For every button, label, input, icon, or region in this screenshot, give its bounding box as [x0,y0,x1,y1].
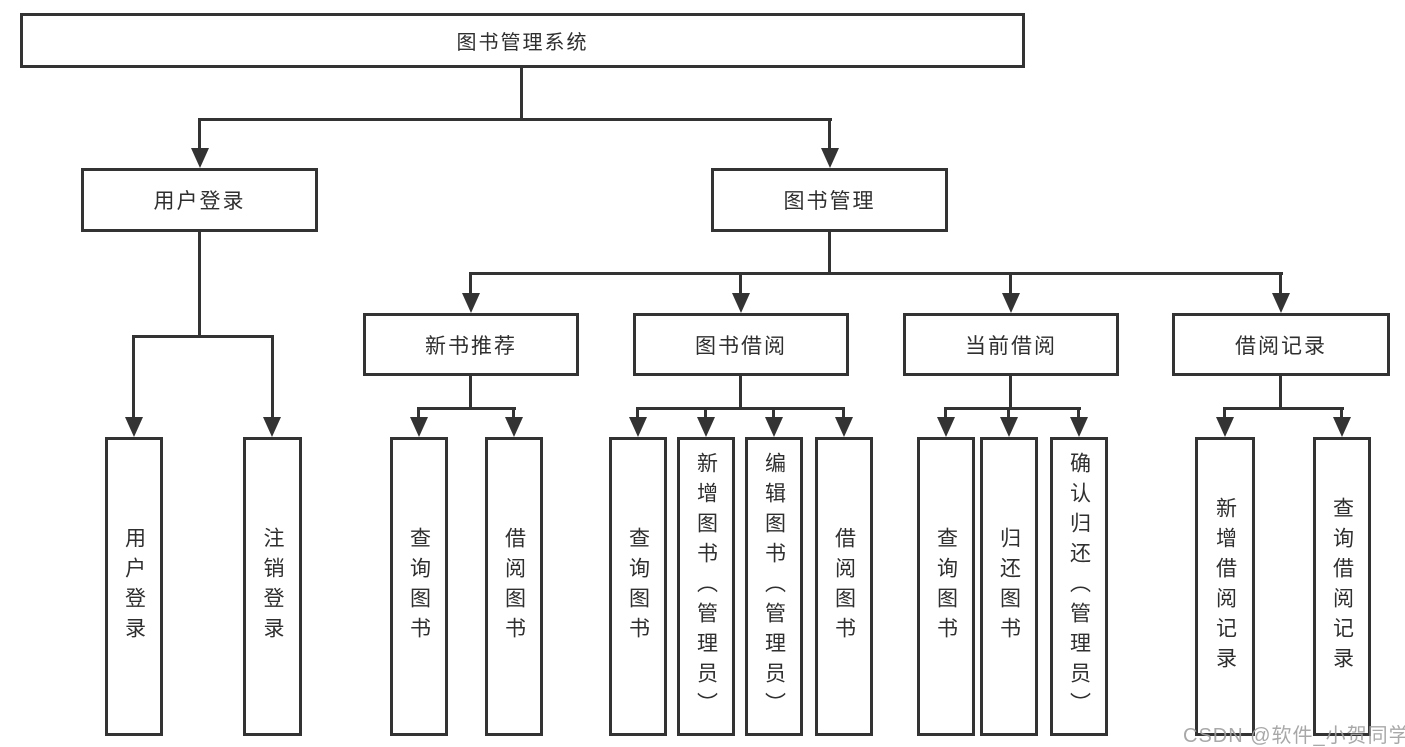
arrow-down-icon [1272,293,1290,313]
connector-line [828,121,831,150]
connector-line [198,121,201,150]
node-new-book-recommend: 新书推荐 [363,313,579,376]
leaf-label: 借阅图书 [832,526,856,647]
connector-line [944,410,947,419]
leaf-borrow-borrow-books: 借阅图书 [815,437,873,736]
leaf-logout: 注销登录 [243,437,302,736]
connector-line [198,118,832,121]
node-book-borrow: 图书借阅 [633,313,849,376]
leaf-records-add-record: 新增借阅记录 [1195,437,1255,736]
node-label: 借阅记录 [1235,334,1327,358]
leaf-borrow-edit-books-admin: 编辑图书（管理员） [745,437,803,736]
connector-line [271,338,274,419]
leaf-label: 新增借阅记录 [1213,496,1237,677]
leaf-label: 注销登录 [261,526,285,647]
connector-line [520,68,523,121]
node-borrow-records: 借阅记录 [1172,313,1390,376]
leaf-recommend-borrow-books: 借阅图书 [485,437,543,736]
connector-line [1340,410,1343,419]
arrow-down-icon [937,417,955,437]
leaf-label: 归还图书 [997,526,1021,647]
arrow-down-icon [505,417,523,437]
node-current-borrow: 当前借阅 [903,313,1119,376]
arrow-down-icon [765,417,783,437]
connector-line [1077,410,1080,419]
node-label: 当前借阅 [965,334,1057,358]
arrow-down-icon [629,417,647,437]
connector-line [636,407,845,410]
connector-line [512,410,515,419]
leaf-label: 查询图书 [626,526,650,647]
connector-line [1223,410,1226,419]
arrow-down-icon [191,148,209,168]
leaf-label: 查询图书 [934,526,958,647]
connector-line [417,407,516,410]
connector-line [636,410,639,419]
arrow-down-icon [410,417,428,437]
leaf-label: 编辑图书（管理员） [762,451,786,722]
node-user-login: 用户登录 [81,168,318,232]
connector-line [704,410,707,419]
leaf-records-query-record: 查询借阅记录 [1313,437,1371,736]
connector-line [739,376,742,407]
node-book-management: 图书管理 [711,168,948,232]
arrow-down-icon [835,417,853,437]
connector-line [1223,407,1344,410]
arrow-down-icon [1002,293,1020,313]
node-label: 新书推荐 [425,334,517,358]
arrow-down-icon [1000,417,1018,437]
connector-line [469,376,472,407]
leaf-label: 查询图书 [407,526,431,647]
leaf-current-return-books: 归还图书 [980,437,1038,736]
leaf-label: 查询借阅记录 [1330,496,1354,677]
connector-line [417,410,420,419]
arrow-down-icon [1216,417,1234,437]
leaf-recommend-query-books: 查询图书 [390,437,448,736]
connector-line [828,232,831,275]
connector-line [772,410,775,419]
node-library-management-system: 图书管理系统 [20,13,1025,68]
arrow-down-icon [125,417,143,437]
connector-line [1007,410,1010,419]
arrow-down-icon [1070,417,1088,437]
connector-line [469,272,1283,275]
leaf-user-login: 用户登录 [105,437,163,736]
connector-line [944,407,1081,410]
connector-line [469,275,472,295]
watermark: CSDN @软件_小贺同学 [1183,725,1405,747]
leaf-borrow-query-books: 查询图书 [609,437,667,736]
arrow-down-icon [462,293,480,313]
connector-line [1279,275,1282,295]
leaf-label: 确认归还（管理员） [1067,451,1091,722]
connector-line [1009,275,1012,295]
leaf-current-confirm-return-admin: 确认归还（管理员） [1050,437,1108,736]
leaf-label: 用户登录 [122,526,146,647]
arrow-down-icon [732,293,750,313]
arrow-down-icon [263,417,281,437]
connector-line [1279,376,1282,407]
connector-line [1009,376,1012,407]
node-label: 图书借阅 [695,334,787,358]
leaf-current-query-books: 查询图书 [917,437,975,736]
connector-line [739,275,742,295]
connector-line [198,232,201,338]
connector-line [842,410,845,419]
arrow-down-icon [697,417,715,437]
node-label: 图书管理 [783,190,876,213]
node-label: 图书管理系统 [456,32,589,54]
node-label: 用户登录 [153,190,246,213]
connector-line [132,335,274,338]
arrow-down-icon [821,148,839,168]
leaf-label: 借阅图书 [502,526,526,647]
leaf-borrow-add-books-admin: 新增图书（管理员） [677,437,735,736]
connector-line [132,338,135,419]
arrow-down-icon [1333,417,1351,437]
leaf-label: 新增图书（管理员） [694,451,718,722]
